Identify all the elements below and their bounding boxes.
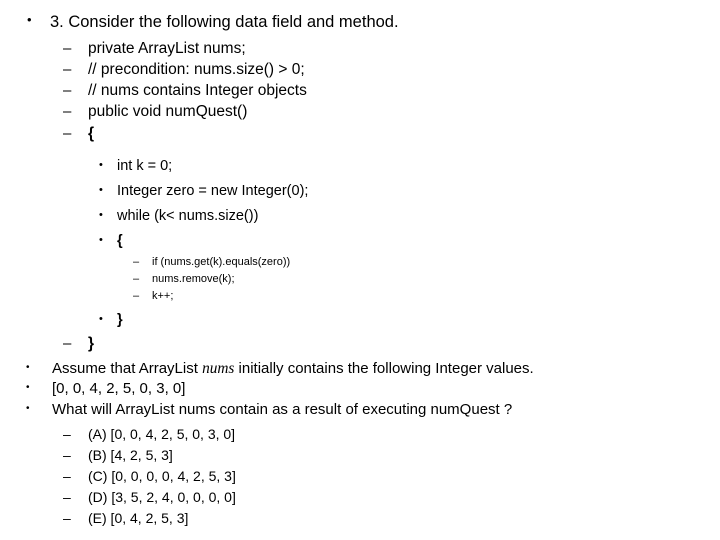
code-line-text: nums.remove(k); (152, 273, 235, 285)
answer-option-text: (C) [0, 0, 0, 0, 4, 2, 5, 3] (88, 468, 236, 484)
dash-marker-icon: – (63, 40, 72, 57)
dash-marker-icon: – (63, 125, 72, 142)
answer-option-d[interactable]: – (D) [3, 5, 2, 4, 0, 0, 0, 0] (63, 490, 236, 504)
answer-option-text: (E) [0, 4, 2, 5, 3] (88, 510, 189, 526)
bullet-text: 3. Consider the following data field and… (50, 13, 399, 31)
code-line-text: } (88, 335, 95, 352)
dash-marker-icon: – (63, 103, 72, 120)
code-line-open-brace-outer: – { (63, 126, 94, 142)
dash-marker-icon: – (133, 290, 140, 302)
code-line-method-signature: – public void numQuest() (63, 104, 247, 120)
question-line-assume: • Assume that ArrayList nums initially c… (26, 361, 534, 376)
bullet-marker-icon: • (27, 12, 32, 27)
code-line-remove: – nums.remove(k); (133, 274, 235, 285)
answer-option-e[interactable]: – (E) [0, 4, 2, 5, 3] (63, 511, 188, 525)
code-line-if-equals: – if (nums.get(k).equals(zero)) (133, 257, 290, 268)
code-line-integer-zero: • Integer zero = new Integer(0); (99, 184, 308, 199)
code-line-text: if (nums.get(k).equals(zero)) (152, 256, 291, 268)
code-line-text: } (117, 312, 123, 328)
question-text: Assume that ArrayList nums initially con… (52, 361, 534, 376)
question-line-initial-values: • [0, 0, 4, 2, 5, 0, 3, 0] (26, 381, 185, 396)
code-line-precondition: – // precondition: nums.size() > 0; (63, 62, 305, 78)
dash-marker-icon: – (63, 335, 72, 352)
dash-marker-icon: – (63, 426, 71, 442)
code-line-text: { (117, 233, 123, 249)
question-text: [0, 0, 4, 2, 5, 0, 3, 0] (52, 380, 186, 397)
code-line-close-brace-outer: – } (63, 336, 94, 352)
code-line-declaration: – private ArrayList nums; (63, 41, 246, 57)
dash-marker-icon: – (133, 256, 140, 268)
question-line-prompt: • What will ArrayList nums contain as a … (26, 402, 512, 417)
code-line-while: • while (k< nums.size()) (99, 209, 258, 224)
code-line-comment-integers: – // nums contains Integer objects (63, 83, 307, 99)
bullet-marker-icon: • (99, 313, 103, 325)
bullet-marker-icon: • (99, 159, 103, 171)
bullet-marker-icon: • (26, 362, 30, 373)
dash-marker-icon: – (63, 510, 71, 526)
code-line-increment: – k++; (133, 291, 173, 302)
answer-option-b[interactable]: – (B) [4, 2, 5, 3] (63, 448, 173, 462)
code-line-text: public void numQuest() (88, 103, 248, 120)
code-line-text: // nums contains Integer objects (88, 82, 307, 99)
dash-marker-icon: – (63, 489, 71, 505)
bullet-marker-icon: • (26, 382, 30, 393)
question-text-post: initially contains the following Integer… (234, 360, 534, 377)
code-line-text: private ArrayList nums; (88, 40, 246, 57)
code-line-text: while (k< nums.size()) (117, 208, 259, 224)
question-text-emphasis: nums (202, 360, 235, 377)
dash-marker-icon: – (63, 468, 71, 484)
code-line-close-brace-inner: • } (99, 313, 123, 328)
code-line-open-brace-inner: • { (99, 234, 123, 249)
answer-option-a[interactable]: – (A) [0, 0, 4, 2, 5, 0, 3, 0] (63, 427, 235, 441)
code-line-text: Integer zero = new Integer(0); (117, 183, 309, 199)
answer-option-text: (D) [3, 5, 2, 4, 0, 0, 0, 0] (88, 489, 236, 505)
question-text-pre: Assume that ArrayList (52, 360, 203, 377)
code-line-text: { (88, 125, 95, 142)
bullet-item-title: • 3. Consider the following data field a… (27, 12, 399, 31)
answer-option-text: (A) [0, 0, 4, 2, 5, 0, 3, 0] (88, 426, 236, 442)
question-text: What will ArrayList nums contain as a re… (52, 401, 513, 418)
bullet-marker-icon: • (99, 234, 103, 246)
dash-marker-icon: – (63, 447, 71, 463)
code-line-text: // precondition: nums.size() > 0; (88, 61, 305, 78)
dash-marker-icon: – (63, 82, 72, 99)
code-line-text: int k = 0; (117, 158, 173, 174)
code-line-int-k: • int k = 0; (99, 159, 172, 174)
answer-option-c[interactable]: – (C) [0, 0, 0, 0, 4, 2, 5, 3] (63, 469, 236, 483)
code-line-text: k++; (152, 290, 174, 302)
dash-marker-icon: – (63, 61, 72, 78)
bullet-marker-icon: • (99, 209, 103, 221)
bullet-marker-icon: • (26, 403, 30, 414)
dash-marker-icon: – (133, 273, 140, 285)
answer-option-text: (B) [4, 2, 5, 3] (88, 447, 173, 463)
bullet-marker-icon: • (99, 184, 103, 196)
